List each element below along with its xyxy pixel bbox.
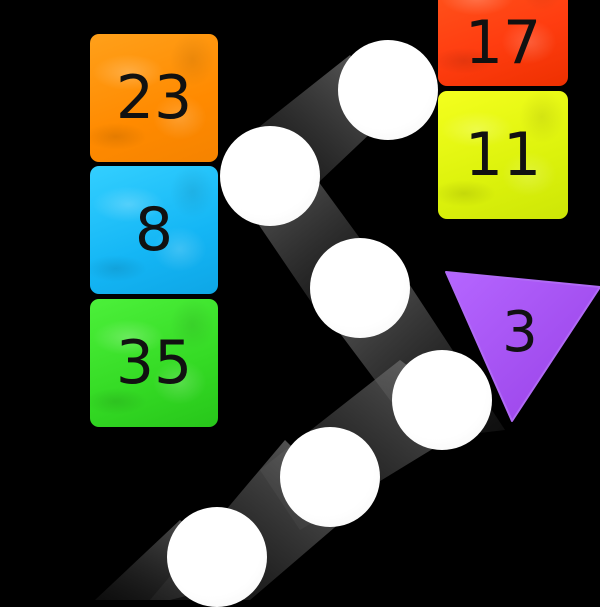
triangle-block-value: 3	[502, 299, 538, 365]
triangle-block	[445, 271, 600, 422]
block-value: 8	[134, 195, 174, 265]
ball	[392, 350, 492, 450]
block-value: 35	[115, 328, 193, 398]
ball	[338, 40, 438, 140]
ball	[167, 507, 267, 607]
ball	[220, 126, 320, 226]
ball	[310, 238, 410, 338]
block-value: 11	[464, 120, 542, 190]
ball	[280, 427, 380, 527]
number-block-green: 35	[90, 299, 218, 427]
number-block-yellow: 11	[438, 91, 568, 219]
block-value: 23	[115, 63, 193, 133]
number-block-orange: 23	[90, 34, 218, 162]
number-block-blue: 8	[90, 166, 218, 294]
number-block-red: 17	[438, 0, 568, 86]
block-value: 17	[464, 8, 542, 78]
